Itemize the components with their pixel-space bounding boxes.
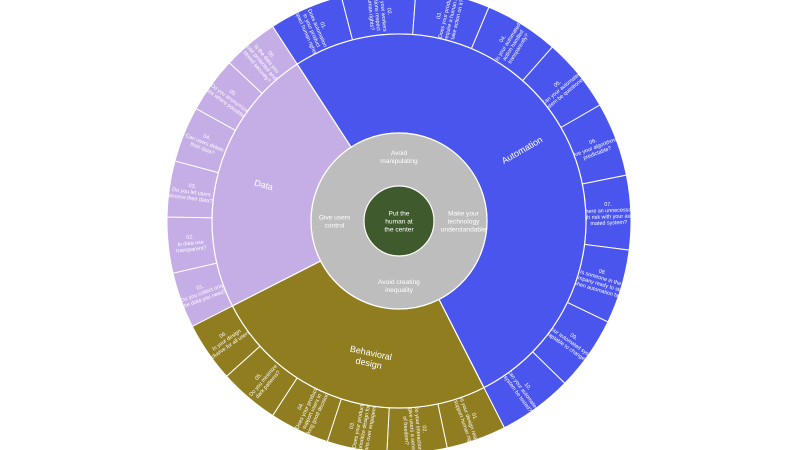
automation-question-2: 02.Do your workersactions respecthuman r…	[365, 0, 393, 33]
behavioral-question-2: 02.Do your interactionsgive users a sens…	[400, 405, 428, 450]
automation-question-8: 08.Is someone in thecompany ready to ste…	[567, 261, 632, 302]
data-label: Data	[253, 178, 274, 193]
center-circle	[363, 185, 435, 257]
data-question-2: 02.Is data usetransparent?	[175, 233, 207, 254]
automation-question-7: 07.Is there an unnecessarilyhigh risk wi…	[578, 201, 639, 228]
